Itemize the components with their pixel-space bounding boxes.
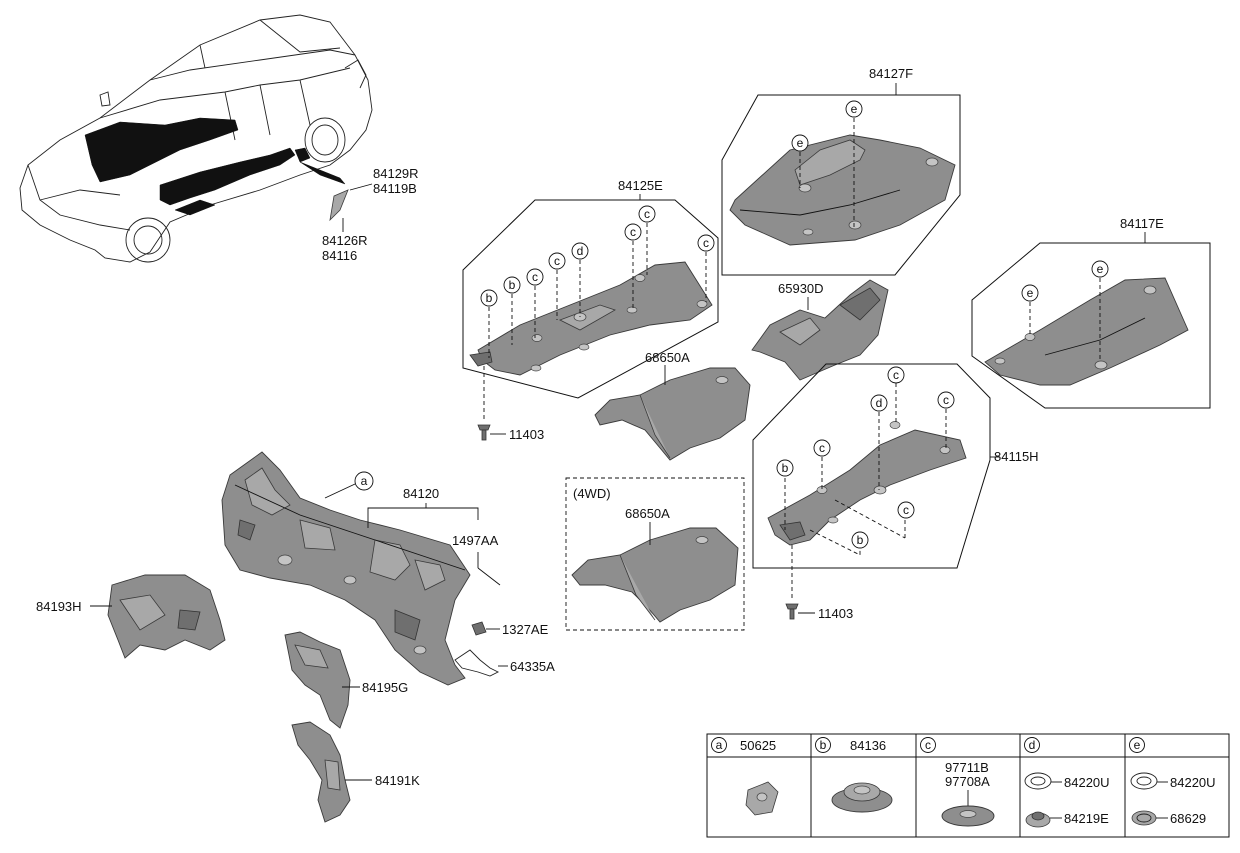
callout-c: c (703, 236, 709, 250)
legend-icon-c-washer (941, 805, 995, 827)
label-84193H: 84193H (36, 599, 82, 614)
legend-icon-84220U-d (1024, 772, 1052, 790)
label-65930D: 65930D (778, 281, 824, 296)
legend-letter-e: e (1134, 738, 1141, 752)
callout-c: c (943, 393, 949, 407)
callout-a: a (361, 474, 368, 488)
label-84195G: 84195G (362, 680, 408, 695)
group-84125E: b b c c d c c c (462, 199, 719, 420)
label-84191K: 84191K (375, 773, 420, 788)
legend-letter-d: d (1029, 738, 1036, 752)
label-84127F: 84127F (869, 66, 913, 81)
label-84115H: 84115H (994, 449, 1039, 464)
legend-part-97711B: 97711B (945, 760, 989, 775)
part-84193H (90, 574, 226, 659)
callout-d: d (577, 244, 584, 258)
part-1327AE (471, 621, 500, 636)
label-84116: 84116 (322, 248, 357, 263)
label-84129R: 84129R (373, 166, 419, 181)
group-84127F: e e (721, 94, 961, 276)
vehicle-illustration (19, 14, 373, 263)
part-65930D (751, 279, 889, 381)
label-64335A: 64335A (510, 659, 555, 674)
side-pad-part (329, 189, 349, 222)
label-1497AA: 1497AA (452, 533, 499, 548)
callout-e: e (797, 136, 804, 150)
group-84117E: e e (971, 242, 1211, 409)
legend-icon-84220U-e (1130, 772, 1158, 790)
legend-part-84220U: 84220U (1064, 775, 1110, 790)
legend-letter-a: a (716, 738, 723, 752)
part-68650A-upper (594, 365, 751, 461)
legend-part-a: 50625 (740, 738, 776, 753)
group-84115H: b c d c c c b (752, 363, 991, 598)
label-84125E: 84125E (618, 178, 663, 193)
legend-icon-50625 (745, 781, 779, 816)
legend-icon-84219E (1025, 811, 1051, 828)
callout-b: b (486, 291, 493, 305)
callout-e: e (1027, 286, 1034, 300)
bolt-11403-b (785, 603, 815, 620)
label-1327AE: 1327AE (502, 622, 549, 637)
label-11403: 11403 (818, 606, 853, 621)
label-84120: 84120 (403, 486, 439, 501)
callout-e: e (851, 102, 858, 116)
legend-table: a 50625 b 84136 c d e 97711B 97708A (706, 733, 1230, 838)
part-84120: a (221, 451, 471, 686)
callout-c: c (630, 225, 636, 239)
label-11403: 11403 (509, 427, 544, 442)
callout-b: b (509, 278, 516, 292)
label-84119B: 84119B (373, 181, 417, 196)
legend-part-b: 84136 (850, 738, 886, 753)
legend-part-84219E: 84219E (1064, 811, 1109, 826)
callout-e: e (1097, 262, 1104, 276)
callout-b: b (857, 533, 864, 547)
label-68650A: 68650A (625, 506, 670, 521)
part-64335A (454, 649, 508, 677)
callout-c: c (532, 270, 538, 284)
group-4wd (565, 477, 745, 631)
part-84191K (291, 721, 372, 823)
callout-c: c (554, 254, 560, 268)
legend-letter-c: c (925, 738, 931, 752)
legend-part-84220U: 84220U (1170, 775, 1216, 790)
callout-c: c (819, 441, 825, 455)
legend-icon-84136 (831, 782, 893, 813)
label-84126R: 84126R (322, 233, 368, 248)
callout-c: c (893, 368, 899, 382)
callout-d: d (876, 396, 883, 410)
label-68650A: 68650A (645, 350, 690, 365)
legend-letter-b: b (820, 738, 827, 752)
legend-icon-68629 (1131, 810, 1157, 826)
label-84117E: 84117E (1120, 216, 1164, 231)
legend-part-97708A: 97708A (945, 774, 990, 789)
callout-c: c (644, 207, 650, 221)
callout-c: c (903, 503, 909, 517)
part-84195G (284, 631, 360, 729)
legend-part-68629: 68629 (1170, 811, 1206, 826)
label-4wd: (4WD) (573, 486, 611, 501)
bolt-11403-a (477, 424, 506, 441)
callout-b: b (782, 461, 789, 475)
